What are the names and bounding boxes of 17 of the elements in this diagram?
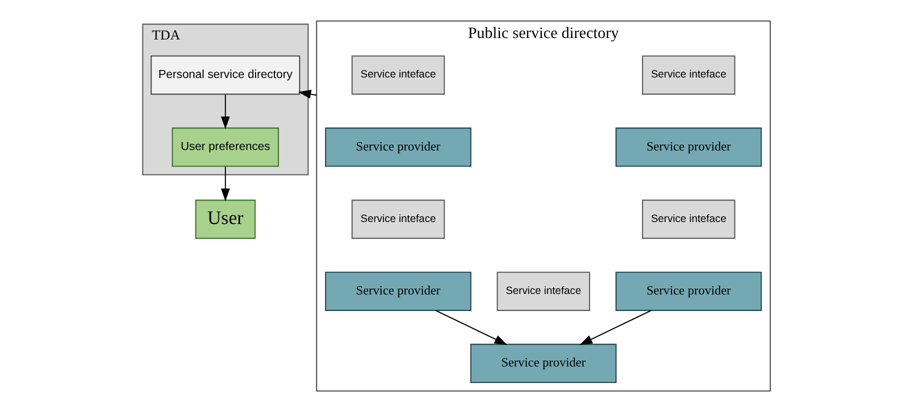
node-box: Service inteface [351,200,444,239]
node-box: Service inteface [642,200,735,239]
node-box: Service provider [615,128,762,167]
node-box: Service inteface [351,55,444,95]
arrow [220,94,230,130]
node-box: Service provider [324,128,471,167]
arrow [220,166,230,202]
arrow [435,310,507,345]
node-box: Personal service directory [150,55,300,95]
node-box: Service provider [324,272,471,311]
node-box: Service provider [615,272,762,311]
node-box: Service provider [470,344,616,384]
node-box: User [194,200,256,239]
arrow [579,310,651,345]
node-box: User preferences [171,128,278,167]
node-box: Service inteface [642,55,735,95]
node-box: Service inteface [496,272,590,311]
